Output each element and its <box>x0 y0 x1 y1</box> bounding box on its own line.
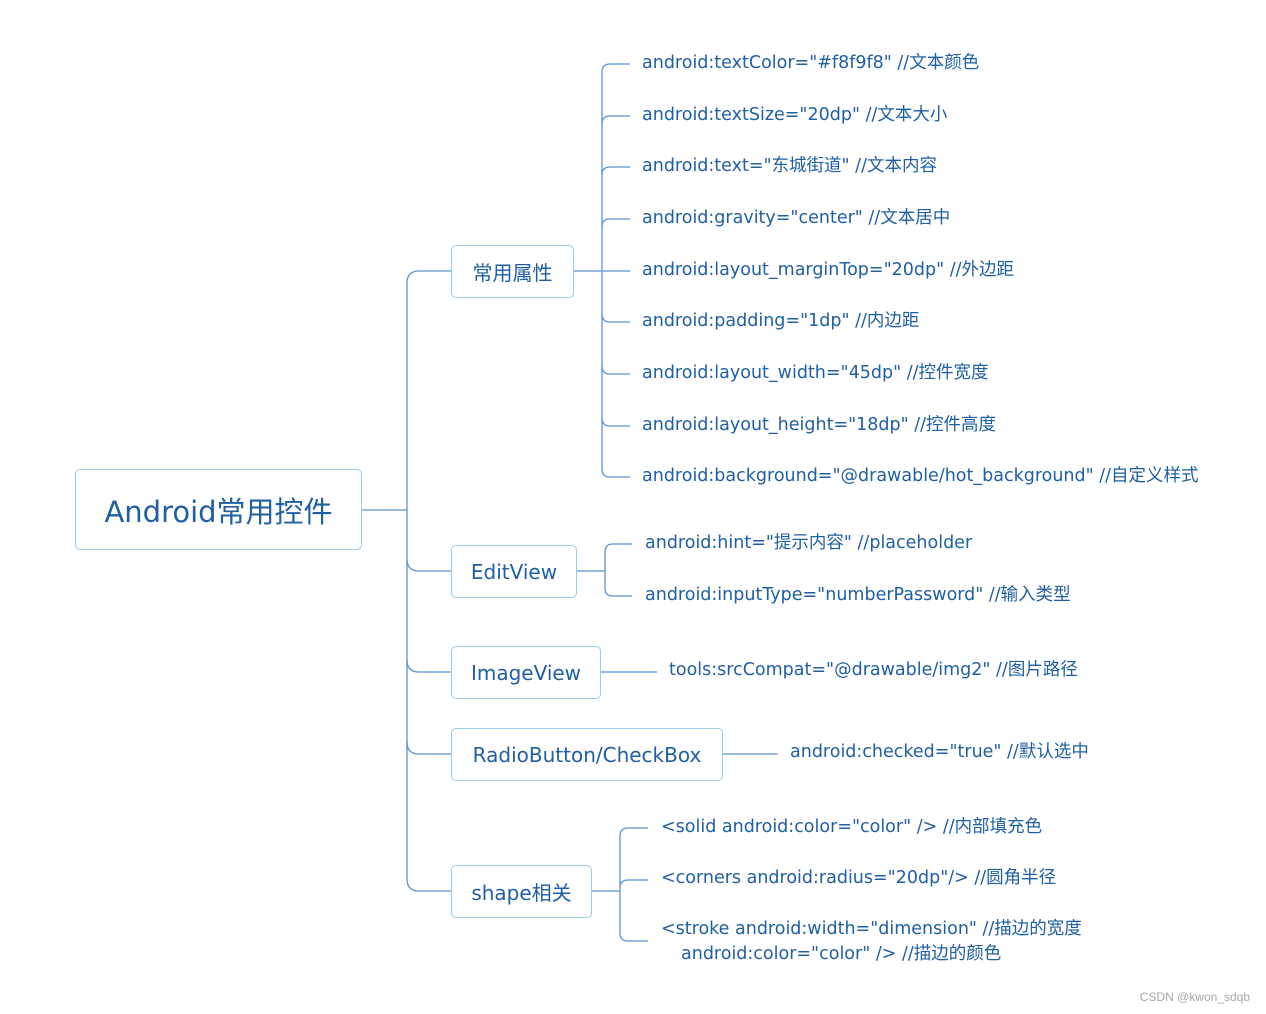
leaf-corners: <corners android:radius="20dp"/> //圆角半径 <box>661 868 1057 888</box>
connector-20 <box>604 543 632 553</box>
connector-14 <box>601 313 630 323</box>
connector-4 <box>406 659 451 673</box>
leaf-layout-height: android:layout_height="18dp" //控件高度 <box>642 415 997 435</box>
leaf-src-compat: tools:srcCompat="@drawable/img2" //图片路径 <box>669 660 1078 680</box>
connector-12 <box>601 218 630 228</box>
connector-26 <box>619 827 648 837</box>
connector-11 <box>601 166 630 176</box>
connector-16 <box>601 417 630 427</box>
branch-editview: EditView <box>451 545 577 598</box>
connector-5 <box>406 741 451 755</box>
leaf-background: android:background="@drawable/hot_backgr… <box>642 466 1199 486</box>
connector-15 <box>601 365 630 375</box>
leaf-text-size: android:textSize="20dp" //文本大小 <box>642 105 948 125</box>
connector-9 <box>601 63 630 73</box>
connector-3 <box>406 558 451 572</box>
leaf-checked: android:checked="true" //默认选中 <box>790 742 1089 762</box>
connector-10 <box>601 115 630 125</box>
leaf-input-type: android:inputType="numberPassword" //输入类… <box>645 585 1071 605</box>
connector-17 <box>601 468 630 478</box>
branch-imageview: ImageView <box>451 646 601 699</box>
leaf-layout-width: android:layout_width="45dp" //控件宽度 <box>642 363 989 383</box>
branch-radiobutton-checkbox: RadioButton/CheckBox <box>451 728 723 781</box>
leaf-stroke-color: android:color="color" /> //描边的颜色 <box>681 944 1002 964</box>
connector-2 <box>406 270 451 284</box>
leaf-solid: <solid android:color="color" /> //内部填充色 <box>661 817 1043 837</box>
connector-21 <box>604 587 632 597</box>
connector-27 <box>619 879 648 889</box>
watermark: CSDN @kwon_sdqb <box>1139 990 1250 1004</box>
connector-28 <box>619 932 648 942</box>
leaf-text-color: android:textColor="#f8f9f8" //文本颜色 <box>642 53 980 73</box>
leaf-padding: android:padding="1dp" //内边距 <box>642 311 920 331</box>
leaf-gravity: android:gravity="center" //文本居中 <box>642 208 951 228</box>
leaf-layout-margin-top: android:layout_marginTop="20dp" //外边距 <box>642 260 1015 280</box>
connector-6 <box>406 878 451 892</box>
leaf-hint: android:hint="提示内容" //placeholder <box>645 533 973 553</box>
root-node: Android常用控件 <box>75 469 362 550</box>
leaf-text: android:text="东城街道" //文本内容 <box>642 156 937 176</box>
leaf-stroke-width: <stroke android:width="dimension" //描边的宽… <box>661 919 1082 939</box>
branch-shape: shape相关 <box>451 865 592 918</box>
branch-common-attributes: 常用属性 <box>451 245 574 298</box>
